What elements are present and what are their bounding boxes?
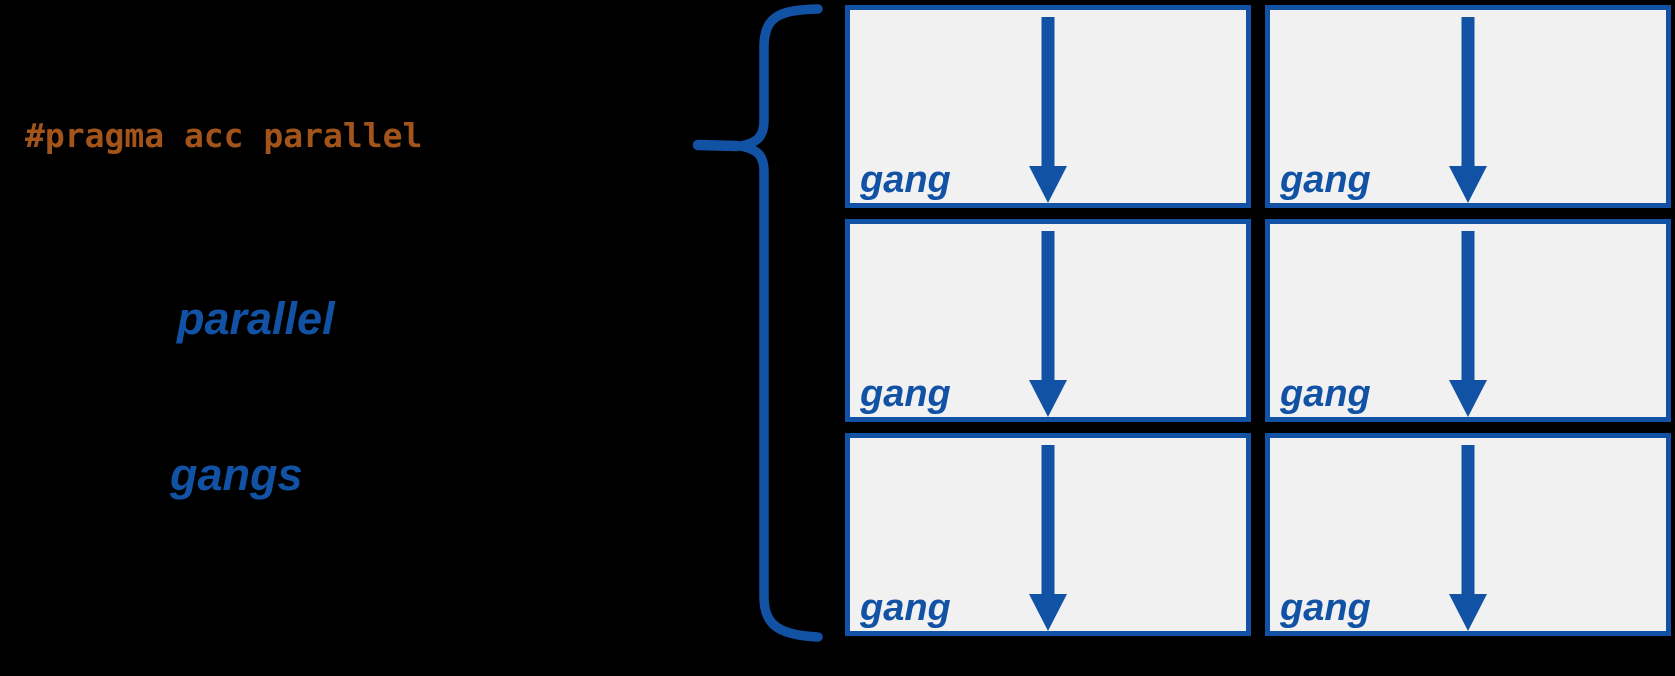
gangs-label: gangs [170,449,303,500]
down-arrow-icon [1029,17,1067,203]
gang-box: gang [1265,433,1671,636]
gang-box: gang [845,433,1251,636]
brace-path [735,4,823,642]
gang-box-label: gang [860,373,951,416]
gang-box: gang [845,5,1251,208]
down-arrow-icon [1449,231,1487,417]
gang-box-label: gang [1280,159,1371,202]
parallel-label: parallel [177,293,335,344]
down-arrow-icon [1029,231,1067,417]
down-arrow-icon [1449,445,1487,631]
gang-box-label: gang [1280,373,1371,416]
gang-box-label: gang [860,587,951,630]
pragma-directive-text: #pragma acc parallel [25,116,423,155]
gang-box: gang [845,219,1251,422]
down-arrow-icon [1029,445,1067,631]
gang-grid: gang gang gang gang [845,5,1671,636]
gang-box: gang [1265,219,1671,422]
gang-box: gang [1265,5,1671,208]
gang-box-label: gang [1280,587,1371,630]
down-arrow-icon [1449,17,1487,203]
brace-connector-line [692,139,743,152]
gang-box-label: gang [860,159,951,202]
